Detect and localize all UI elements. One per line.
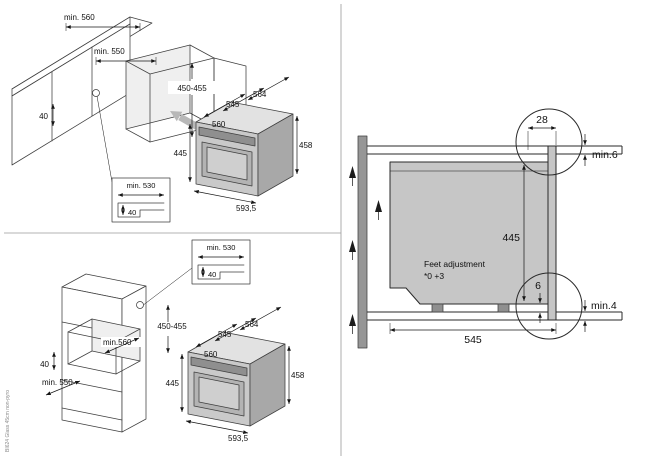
dim-label-5935: 593,5 [228, 434, 249, 443]
section-dim-ext-28 [527, 131, 557, 150]
airflow-arrow-stems [352, 178, 379, 334]
insertion-arrow-head [170, 111, 183, 122]
oven-front-frame [547, 145, 557, 321]
dim-label-545: 545 [226, 100, 240, 109]
section-dim-ext-545 [389, 323, 557, 334]
dim-label-40: 40 [39, 112, 48, 121]
section-dim-label-min6: min.6 [592, 149, 618, 161]
column-dim-label-min560: min.560 [103, 338, 132, 347]
top-panel [367, 145, 623, 155]
oven-door-glass [198, 376, 240, 411]
dim-label-445: 445 [166, 379, 180, 388]
oven-isometric-bottom: 445 458 560 545 564 593,5 [166, 306, 305, 443]
column-inset-label-min530: min. 530 [207, 243, 236, 252]
column-inset-profile [197, 264, 245, 280]
column-niche-depth-lines [67, 318, 141, 375]
dim-line-564 [239, 306, 282, 331]
section-dim-label-445: 445 [502, 232, 520, 244]
dim-label-564: 564 [245, 320, 259, 329]
section-dim-label-min4: min.4 [591, 300, 617, 312]
oven-side-face [257, 113, 294, 197]
side-section-view: 28 min.6 445 Feet adjustment *0 +3 6 min… [349, 108, 623, 349]
column-dim-line-min550 [45, 380, 81, 396]
dim-label-niche-height: 450-455 [177, 84, 207, 93]
dim-ext-min560 [65, 23, 141, 31]
bottom-panel [367, 311, 623, 321]
dim-label-560: 560 [204, 350, 218, 359]
detail-circle-top [515, 108, 583, 176]
oven-feet [431, 303, 510, 313]
dim-label-458: 458 [291, 371, 305, 380]
column-dim-line-min560 [104, 337, 140, 354]
dim-label-5935: 593,5 [236, 204, 257, 213]
rear-wall [357, 135, 368, 349]
oven-isometric-top: 445 458 560 545 564 593,5 [174, 76, 313, 213]
section-dim-label-28: 28 [536, 114, 548, 126]
section-dim-label-6: 6 [535, 280, 541, 292]
cabinet-front-face [11, 23, 131, 166]
oven-control-panel [190, 356, 248, 377]
column-dim-label-40: 40 [40, 360, 49, 369]
column-dim-label-niche-height: 450-455 [157, 322, 187, 331]
dim-ext-min550 [95, 57, 157, 65]
dim-label-445: 445 [174, 149, 188, 158]
dim-line-5935 [185, 420, 249, 434]
column-inset-label-40: 40 [208, 270, 216, 279]
dim-label-458: 458 [299, 141, 313, 150]
document-code: BI624 Glass 45cm non-pyro [5, 390, 11, 452]
niche-depth-lines [125, 44, 215, 143]
dim-label-min550: min. 550 [94, 47, 125, 56]
inset-profile [117, 202, 165, 218]
detail-circle-bottom [515, 272, 583, 340]
dim-label-min560: min. 560 [64, 13, 95, 22]
inset-label-min530: min. 530 [127, 181, 156, 190]
inset-leader-line [96, 95, 113, 183]
dim-label-545: 545 [218, 330, 232, 339]
column-front-face [61, 286, 123, 433]
column-inset-leader [141, 267, 193, 307]
column-installation-view: min. 530 40 450-455 min.560 40 min. 550 [40, 239, 251, 433]
column-reference-circle [136, 301, 144, 309]
oven-control-panel [198, 126, 256, 147]
oven-side-face [249, 343, 286, 427]
inset-label-40: 40 [128, 208, 136, 217]
section-dim-label-545: 545 [464, 334, 482, 346]
dim-label-564: 564 [253, 90, 267, 99]
dim-label-560: 560 [212, 120, 226, 129]
dim-label-mask [168, 81, 216, 94]
oven-door-glass [206, 146, 248, 181]
dim-line-5935 [193, 190, 257, 204]
reference-circle [92, 89, 100, 97]
feet-adjustment-label: Feet adjustment [424, 259, 486, 269]
feet-adjustment-range: *0 +3 [424, 271, 444, 281]
dim-line-564 [247, 76, 290, 101]
